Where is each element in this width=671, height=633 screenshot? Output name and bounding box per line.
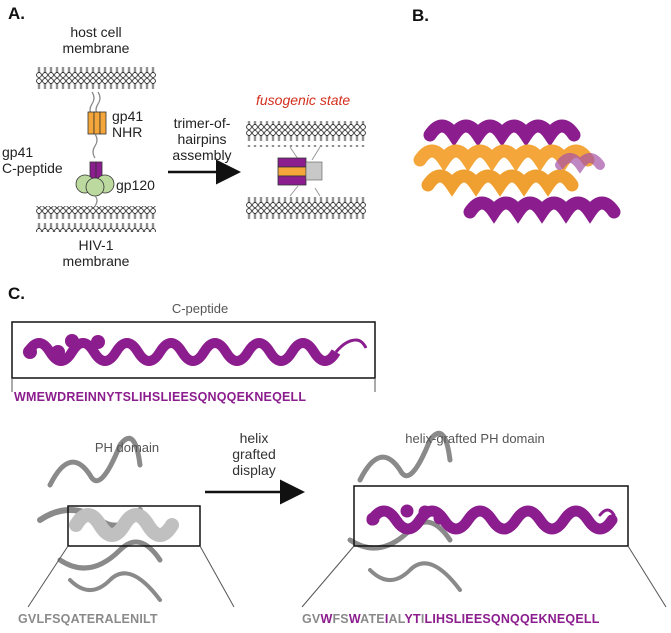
graft-arrow-label: helix grafted display	[232, 430, 276, 478]
cpeptide-title: C-peptide	[171, 301, 229, 316]
ph-domain-structure	[37, 435, 179, 602]
grafted-seq-segment: LIHSLIEESQNQQEKNEQELL	[424, 612, 600, 626]
gp120-label: gp120	[116, 177, 155, 193]
cpeptide-sequence: WMEWDREINNYTSLIHSLIEESQNQQEKNEQELL	[14, 390, 307, 404]
panel-label-a: A.	[8, 4, 25, 23]
grafted-title: helix-grafted PH domain	[405, 431, 545, 446]
panel-label-c: C.	[8, 284, 25, 303]
six-helix-bundle	[413, 119, 621, 224]
ph-helix-box	[67, 505, 201, 547]
hiv-membrane-label: HIV-1 membrane	[62, 237, 130, 269]
gp41-nhr-label: gp41 NHR	[112, 108, 144, 140]
host-membrane-left	[36, 66, 156, 92]
grafted-helix-box	[353, 485, 629, 547]
ph-sequence: GVLFSQATERALENILT	[18, 612, 158, 626]
grafted-seq-segment: W	[348, 612, 361, 626]
grafted-structure	[347, 430, 618, 592]
gp41-prehairpin	[75, 91, 115, 207]
gp41-cpeptide-label: gp41 C-peptide	[2, 144, 63, 176]
hiv-membrane-right	[246, 196, 366, 222]
ph-domain-title: PH domain	[94, 440, 160, 455]
grafted-seq-segment: GV	[302, 612, 321, 626]
grafted-seq-segment: I	[384, 612, 389, 626]
grafted-seq-segment: W	[320, 612, 333, 626]
grafted-seq-segment: YT	[404, 612, 421, 626]
assembly-arrow-label: trimer-of- hairpins assembly	[172, 115, 232, 163]
grafted-seq-segment: AL	[388, 612, 405, 626]
fusogenic-state-label: fusogenic state	[256, 92, 351, 108]
cpeptide-box	[11, 321, 376, 379]
host-membrane-right	[246, 121, 366, 147]
cpeptide-helix	[23, 334, 368, 366]
grafted-seq-segment: ATE	[360, 612, 385, 626]
host-membrane-label: host cell membrane	[62, 24, 130, 56]
grafted-sidechains	[366, 504, 447, 526]
grafted-sequence: GVWFSWATEIALYTILIHSLIEESQNQQEKNEQELL	[302, 612, 600, 626]
fusogenic-bundle	[277, 146, 323, 197]
hiv-membrane-left	[36, 206, 156, 232]
grafted-seq-segment: FS	[332, 612, 349, 626]
grafted-seq-segment: I	[420, 612, 425, 626]
panel-label-b: B.	[412, 6, 429, 25]
